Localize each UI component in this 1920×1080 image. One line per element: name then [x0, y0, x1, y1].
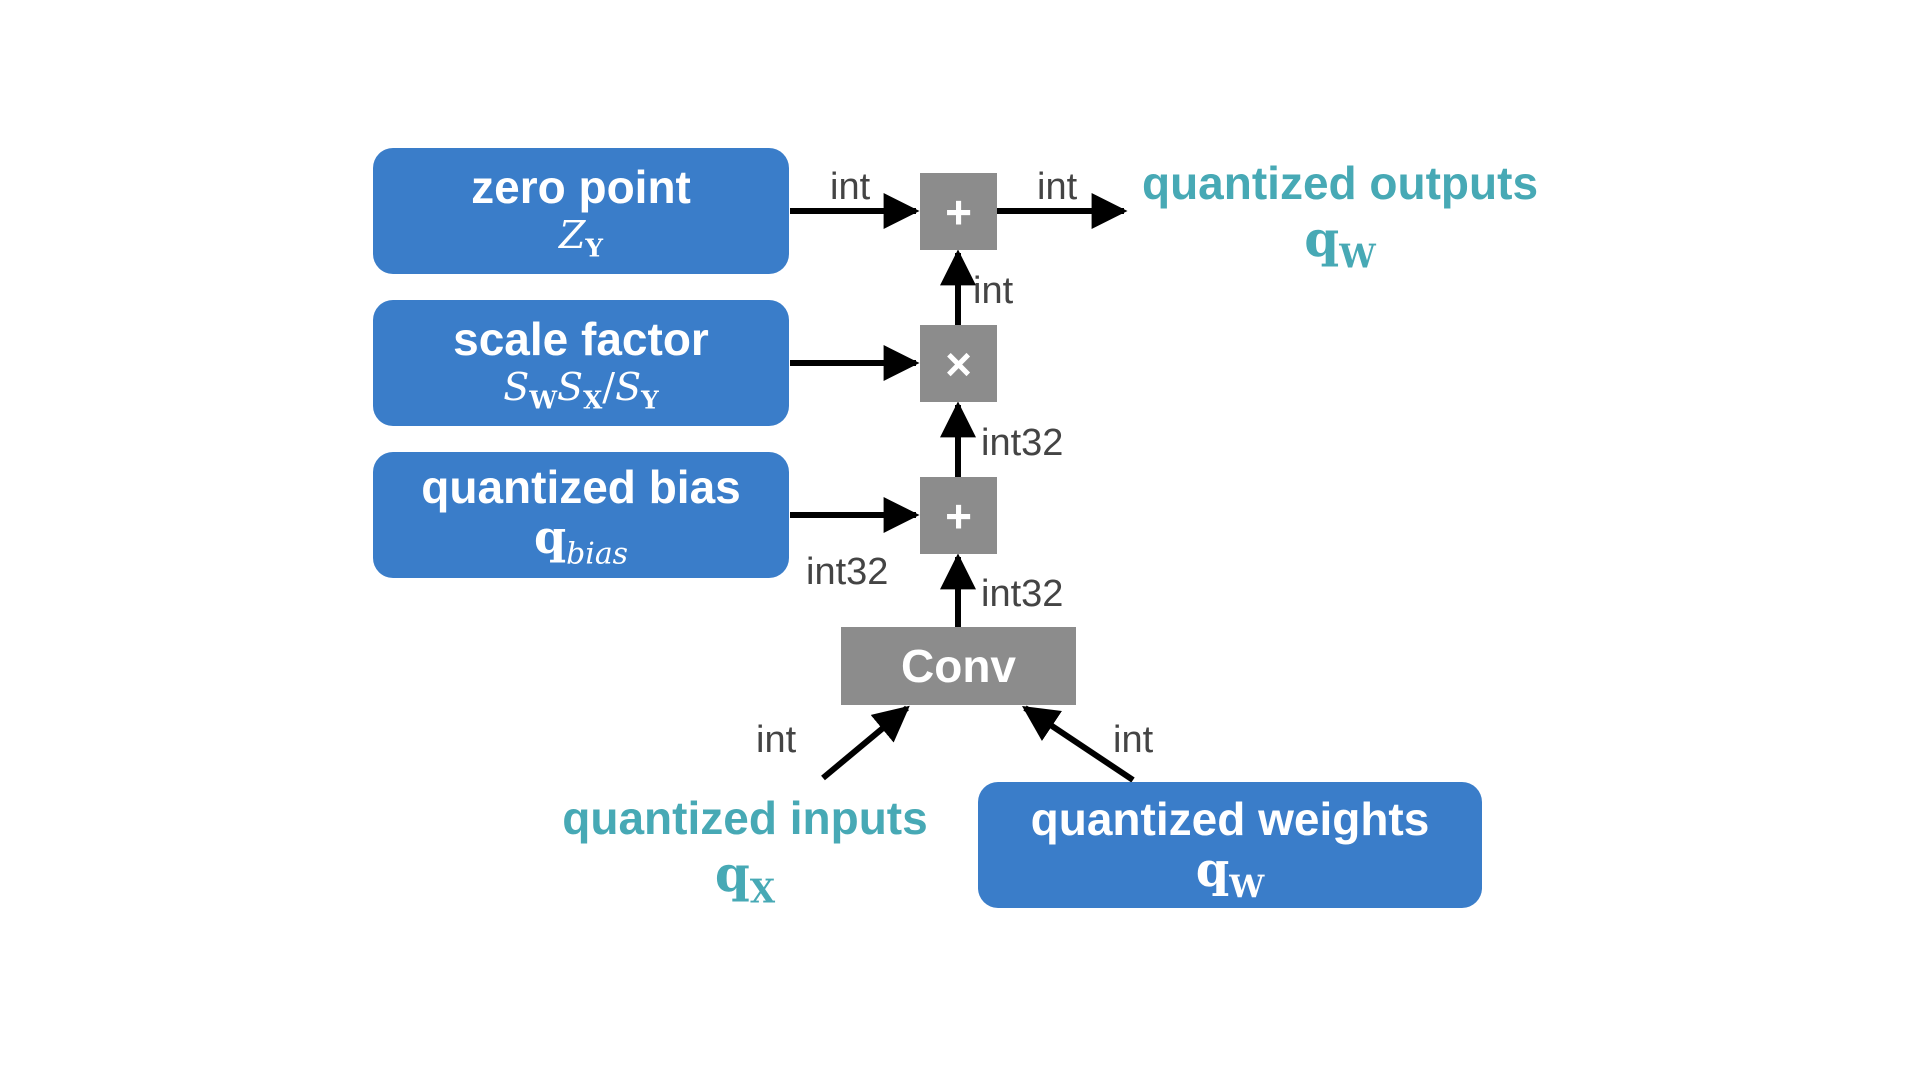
zero-point-label: zero point	[471, 161, 691, 213]
scale-factor-box: scale factor SWSX/SY	[373, 300, 789, 426]
scale-factor-symbol: SWSX/SY	[503, 365, 659, 415]
zero-point-box: zero point ZY	[373, 148, 789, 274]
edge-label-weights-to-conv: int	[1113, 719, 1154, 761]
quantized-weights-label: quantized weights	[1030, 793, 1430, 845]
quantized-outputs-label: quantized outputs	[1141, 157, 1539, 209]
edge-label-inputs-to-conv: int	[756, 719, 797, 761]
quantized-bias-box: quantized bias qbias	[373, 452, 789, 578]
edge-weights-to-conv	[1022, 705, 1135, 783]
quantized-inputs-node: quantized inputs qX	[545, 792, 945, 911]
edge-label-add-to-output: int	[1037, 166, 1078, 208]
edge-label-addbias-to-mul: int32	[981, 422, 1064, 464]
scale-factor-label: scale factor	[453, 313, 709, 365]
quantized-bias-label: quantized bias	[421, 461, 741, 513]
edge-label-conv-to-add: int32	[981, 573, 1064, 615]
quantized-outputs-symbol: qW	[1304, 209, 1376, 276]
add-bias-node: +	[920, 477, 997, 554]
quantized-inputs-label: quantized inputs	[562, 792, 928, 844]
edge-label-zero-to-add: int	[830, 166, 871, 208]
quantized-weights-box: quantized weights qW	[978, 782, 1482, 908]
conv-node: Conv	[841, 627, 1076, 705]
add-output-node: +	[920, 173, 997, 250]
quantized-inputs-symbol: qX	[714, 844, 776, 911]
edge-label-mul-to-add: int	[973, 270, 1014, 312]
zero-point-symbol: ZY	[558, 213, 604, 263]
multiply-node: ×	[920, 325, 997, 402]
quantized-bias-symbol: qbias	[533, 510, 629, 572]
quantized-outputs-node: quantized outputs qW	[1130, 157, 1550, 276]
edge-label-bias: int32	[806, 551, 889, 593]
quantized-weights-symbol: qW	[1195, 842, 1265, 905]
edge-inputs-to-conv	[821, 705, 910, 781]
